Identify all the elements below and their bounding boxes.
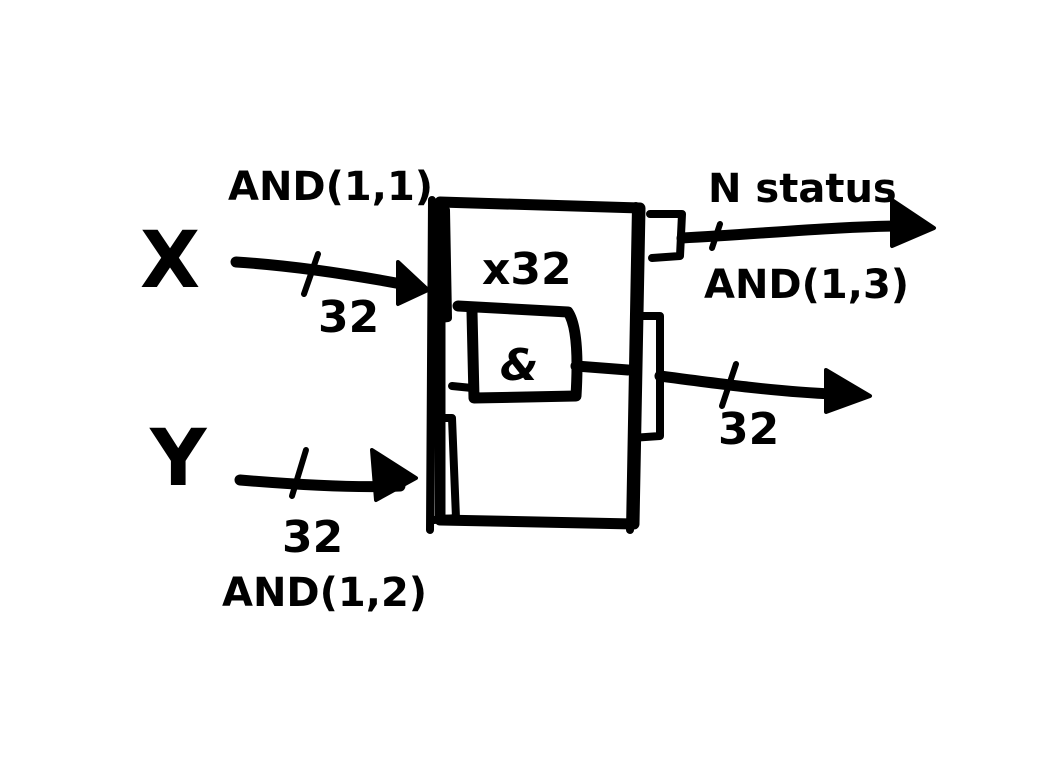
inner-and-symbol: & (500, 340, 538, 391)
input-y-arrowhead (370, 448, 418, 502)
output-status-tick (709, 221, 723, 251)
inner-and-cell (452, 300, 583, 404)
input-x-label: X (140, 216, 200, 306)
output-status-arrowhead (890, 198, 936, 248)
output-status-port-label: AND(1,3) (704, 262, 909, 308)
output-result-wire (654, 370, 840, 400)
port-y-bracket (428, 414, 460, 524)
inner-cell-output-wire (570, 360, 634, 376)
input-x-bus-slash (301, 251, 321, 297)
output-result-width: 32 (718, 404, 779, 455)
output-result-arrowhead (824, 368, 872, 414)
input-y-label: Y (149, 414, 208, 504)
input-x-wire (230, 256, 418, 292)
output-result-bus-slash (719, 361, 739, 409)
input-x-arrowhead (396, 260, 430, 306)
port-x-bracket (428, 206, 452, 324)
output-status-label: N status (708, 166, 897, 212)
block-left-port-bar (426, 196, 436, 534)
block-right-port-bar (626, 202, 640, 534)
input-y-port-label: AND(1,2) (222, 570, 427, 616)
inner-cell-input-stub (448, 382, 476, 392)
input-y-bus-slash (289, 447, 309, 499)
input-x-port-label: AND(1,1) (228, 164, 433, 210)
input-y-width: 32 (282, 512, 343, 563)
input-x-width: 32 (318, 292, 379, 343)
output-status-wire (676, 220, 912, 244)
block-replication-label: x32 (482, 244, 572, 295)
